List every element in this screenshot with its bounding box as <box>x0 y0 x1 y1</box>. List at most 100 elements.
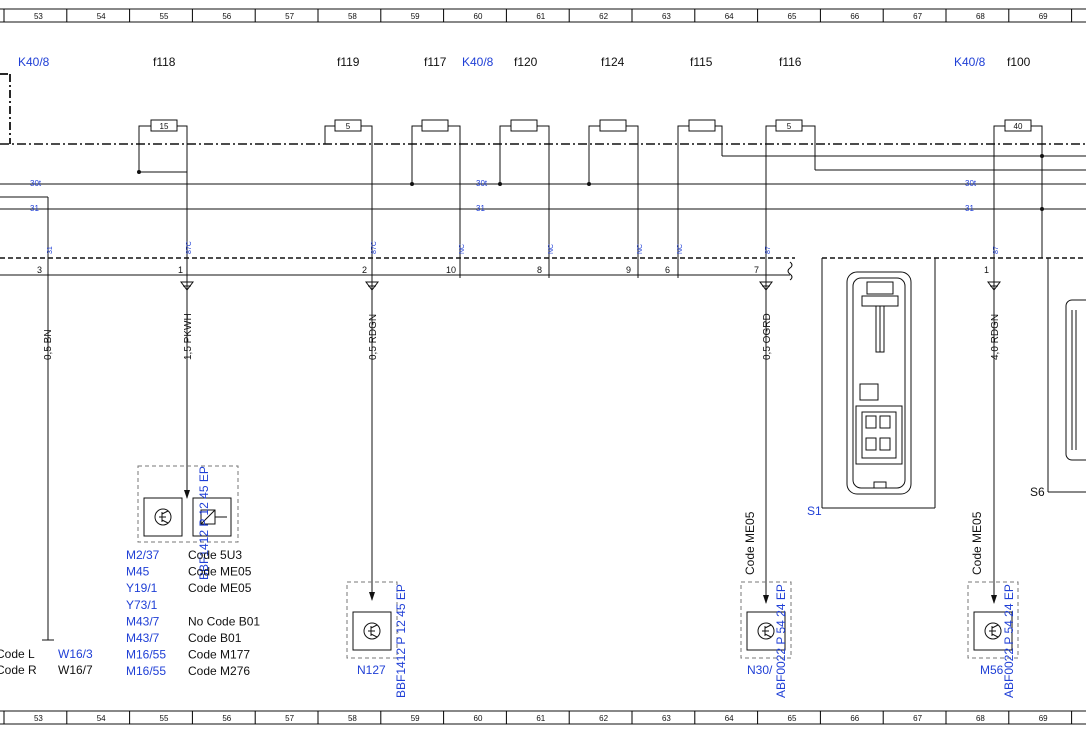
ruler-column-number: 65 <box>788 714 797 723</box>
pin-label-p87_b: 87 <box>993 246 1000 254</box>
component-box-n30 <box>740 581 792 659</box>
ruler-column-number: 60 <box>474 714 483 723</box>
ruler-column-number: 61 <box>536 12 545 21</box>
ruler-column-number: 58 <box>348 714 357 723</box>
ruler-column-number: 57 <box>285 12 294 21</box>
fuse-label-f115: f115 <box>690 55 713 69</box>
component-part: M16/55 <box>126 648 166 662</box>
ruler-column-number: 60 <box>474 12 483 21</box>
s6-switch-icon <box>1065 299 1086 461</box>
transistor-icon <box>368 624 378 638</box>
wire-code-w_rdgn2: 4,0 RDGN <box>990 314 1001 360</box>
ruler-column-number: 59 <box>411 12 420 21</box>
component-part: M43/7 <box>126 614 160 628</box>
transistor-icon <box>159 510 169 524</box>
ruler-column-number: 59 <box>411 714 420 723</box>
sensor-box <box>352 611 392 651</box>
pin-number-n10: 10 <box>446 265 456 275</box>
sensor-box <box>973 611 1013 651</box>
fuse-label-f124: f124 <box>601 55 625 69</box>
pin-number-n1a: 1 <box>178 265 183 275</box>
bottom-part: W16/7 <box>58 663 93 677</box>
ruler-column-number: 66 <box>850 12 859 21</box>
pin-number-n6: 6 <box>665 265 670 275</box>
fuse-label-k408c: K40/8 <box>954 55 986 69</box>
component-part: M45 <box>126 565 150 579</box>
ruler-column-number: 63 <box>662 714 671 723</box>
component-label-n30: N30/ <box>747 663 773 677</box>
pin-label-nc1: NC <box>459 244 466 254</box>
pin-label-p87_a: 87 <box>765 246 772 254</box>
valve-box <box>192 497 232 537</box>
fuse-label-f120: f120 <box>514 55 538 69</box>
component-part: M16/55 <box>126 664 166 678</box>
code-me05a: Code ME05 <box>743 511 757 575</box>
junction-dot <box>137 170 141 174</box>
pin-label-p87c_a: 87C <box>186 241 193 254</box>
fuse-f117 <box>411 119 461 184</box>
ruler-column-number: 54 <box>97 12 106 21</box>
ruler-column-number: 67 <box>913 12 922 21</box>
transistor-icon <box>363 622 381 640</box>
reference-bbf1: BBF1412 P 12 45 EP <box>197 466 211 580</box>
component-code: Code ME05 <box>188 581 252 595</box>
junction-dot <box>410 182 414 186</box>
component-code: Code ME05 <box>188 565 252 579</box>
bus-label-30t_left: 30t <box>30 179 42 188</box>
component-code: Code M177 <box>188 648 250 662</box>
fuse-f119 <box>324 119 373 144</box>
connector-arrow <box>180 281 194 291</box>
component-label-n127: N127 <box>357 663 386 677</box>
transistor-icon <box>762 624 772 638</box>
fuse-label-f118: f118 <box>153 55 176 69</box>
ruler-column-number: 69 <box>1039 714 1048 723</box>
bottom-part: W16/3 <box>58 647 93 661</box>
pin-label-nc2: NC <box>548 244 555 254</box>
fuse-label-f116: f116 <box>779 55 802 69</box>
fuse-label-k408a: K40/8 <box>18 55 50 69</box>
component-part: Y19/1 <box>126 581 158 595</box>
break-mark <box>787 261 793 281</box>
ruler-column-number: 54 <box>97 714 106 723</box>
reference-abf1: ABF0022 P 54 24 EP <box>774 584 788 698</box>
transistor-icon <box>154 508 172 526</box>
wire-code-w_rdgn1: 0,5 RDGN <box>368 314 379 360</box>
bus-label-30t_mid: 30t <box>476 179 488 188</box>
bus-label-31_mid: 31 <box>476 204 485 213</box>
fuse-f116 <box>765 119 816 144</box>
pin-number-n9: 9 <box>626 265 631 275</box>
component-box-m2-37 <box>137 465 239 543</box>
coil-icon <box>200 509 227 525</box>
ruler-column-number: 66 <box>850 714 859 723</box>
ruler-column-number: 62 <box>599 12 608 21</box>
reference-bbf2: BBF1412 P 12 45 EP <box>394 584 408 698</box>
bottom-code: Code R <box>0 663 37 677</box>
pin-label-nc4: NC <box>677 244 684 254</box>
ruler-column-number: 58 <box>348 12 357 21</box>
ruler-column-number: 68 <box>976 714 985 723</box>
connector-arrow <box>759 281 773 291</box>
fuse-label-f100: f100 <box>1007 55 1031 69</box>
component-code: Code B01 <box>188 631 242 645</box>
pin-number-n7: 7 <box>754 265 759 275</box>
ruler-column-number: 53 <box>34 12 43 21</box>
reference-abf2: ABF0022 P 54 24 EP <box>1002 584 1016 698</box>
bus-label-31_right: 31 <box>965 204 974 213</box>
ruler-column-number: 55 <box>160 714 169 723</box>
component-box-m56 <box>967 581 1019 659</box>
ruler-column-number: 53 <box>34 714 43 723</box>
ruler-column-number: 63 <box>662 12 671 21</box>
fuse-rating-f119: 5 <box>346 122 351 131</box>
component-label-s1: S1 <box>807 504 822 518</box>
component-part: M43/7 <box>126 631 160 645</box>
ruler-column-number: 65 <box>788 12 797 21</box>
component-code: Code 5U3 <box>188 548 242 562</box>
wire-code-w_pkwh: 1,5 PKWH <box>183 313 194 360</box>
pin-label-p31: 31 <box>47 246 54 254</box>
component-label-m56: M56 <box>980 663 1004 677</box>
bottom-code: Code L <box>0 647 35 661</box>
ruler-column-number: 67 <box>913 714 922 723</box>
fuse-f120 <box>499 119 550 184</box>
ruler-column-number: 64 <box>725 714 734 723</box>
